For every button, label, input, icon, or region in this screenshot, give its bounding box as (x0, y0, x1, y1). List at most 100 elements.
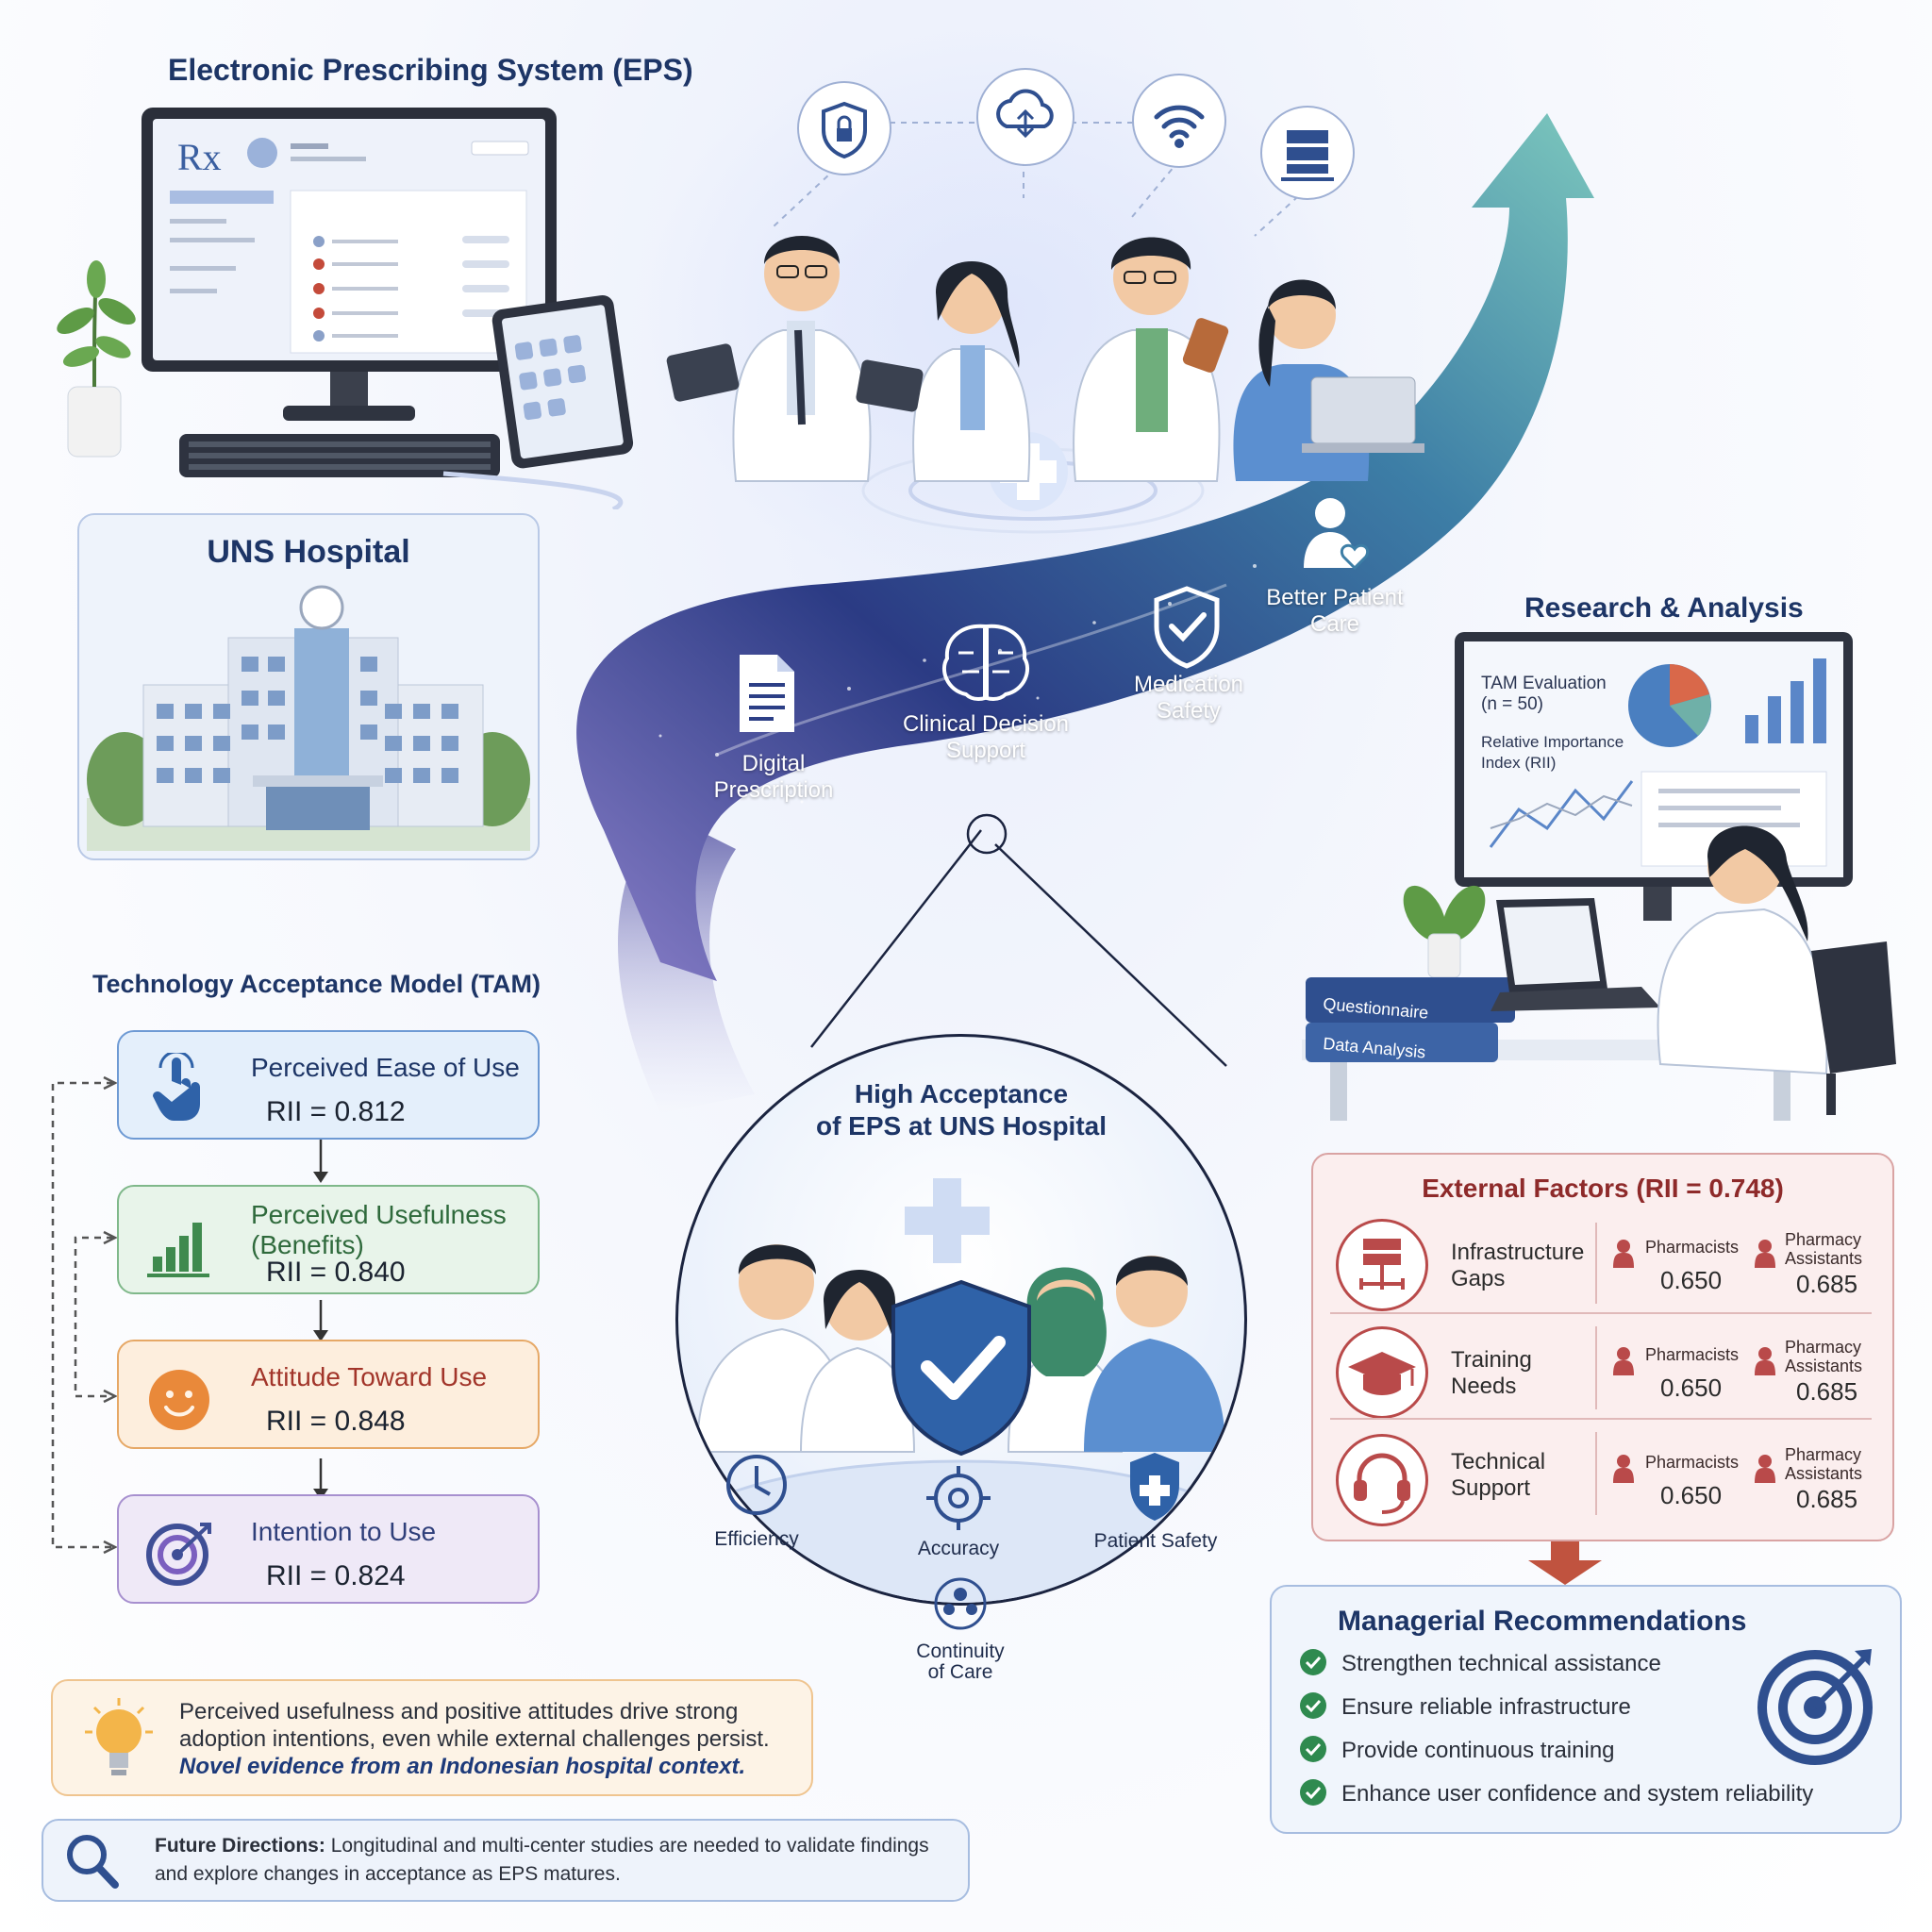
lightbulb-icon (85, 1698, 153, 1775)
server-icon (1260, 106, 1355, 200)
factor-name-line1: Technical (1451, 1449, 1546, 1474)
check-icon (1300, 1736, 1326, 1762)
acceptance-title: High Acceptance of EPS at UNS Hospital (678, 1078, 1244, 1142)
tam-connectors (51, 1075, 328, 1555)
research-title: Research & Analysis (1524, 592, 1804, 624)
external-row-training: Training Needs (1319, 1321, 1887, 1426)
insight-card: Perceived usefulness and positive attitu… (51, 1679, 813, 1796)
target-icon (146, 1523, 211, 1586)
recommendation-text: Ensure reliable infrastructure (1341, 1694, 1631, 1720)
person-icon (1613, 1455, 1634, 1483)
down-arrow-icon (1528, 1541, 1602, 1585)
value-pharmacy-assistants: 0.685 (1796, 1270, 1858, 1298)
hand-pointer-icon (153, 1053, 200, 1121)
rx-logo: Rx (177, 136, 222, 178)
person-icon (1613, 1347, 1634, 1375)
target-arrow-icon (1757, 1649, 1873, 1765)
external-factor-name: Training Needs (1451, 1347, 1532, 1400)
value-pharmacy-assistants: 0.685 (1796, 1485, 1858, 1513)
journey-step-digital-prescription: Digital Prescription (713, 751, 834, 803)
group-label-pharmacists: Pharmacists (1645, 1238, 1740, 1257)
document-icon (740, 655, 794, 732)
doctor-with-medicine-bottle (1073, 237, 1229, 482)
tam-perceived-ease-of-use: Perceived Ease of Use RII = 0.812 (117, 1030, 540, 1140)
factor-name-line2: Needs (1451, 1374, 1517, 1399)
factor-name-line2: Support (1451, 1475, 1531, 1501)
recommendations-card: Managerial Recommendations (1270, 1585, 1902, 1834)
tam-value: RII = 0.840 (266, 1257, 406, 1288)
external-row-infrastructure: Infrastructure Gaps (1319, 1213, 1887, 1319)
person-icon (1613, 1240, 1634, 1268)
future-text: Future Directions: Longitudinal and mult… (155, 1832, 929, 1889)
recommendation-text: Enhance user confidence and system relia… (1341, 1781, 1814, 1807)
hospital-title: UNS Hospital (207, 534, 410, 570)
nurse-at-laptop (1233, 279, 1424, 481)
future-directions-card: Future Directions: Longitudinal and mult… (42, 1819, 970, 1902)
recommendation-text: Strengthen technical assistance (1341, 1651, 1661, 1676)
acceptance-title-line1: High Acceptance (854, 1079, 1069, 1108)
person-icon (1755, 1240, 1775, 1268)
screen-sample-size: (n = 50) (1481, 694, 1544, 714)
benefit-accuracy: Accuracy (917, 1538, 1000, 1559)
tam-title: Technology Acceptance Model (TAM) (92, 970, 541, 998)
shield-check-icon (1154, 586, 1220, 669)
insight-line1: Perceived usefulness and positive attitu… (179, 1699, 739, 1724)
check-icon (1300, 1692, 1326, 1719)
tam-label: Attitude Toward Use (251, 1362, 488, 1391)
factor-name-line2: Gaps (1451, 1266, 1506, 1291)
screen-rii-label: Relative Importance (1481, 733, 1624, 751)
team-cycle-icon (934, 1577, 987, 1630)
value-pharmacy-assistants: 0.685 (1796, 1377, 1858, 1406)
graduation-cap-icon (1336, 1326, 1428, 1419)
research-screen-text: TAM Evaluation (n = 50) Relative Importa… (1481, 674, 1624, 774)
benefit-patient-safety: Patient Safety (1093, 1530, 1218, 1552)
benefit-continuity-of-care: Continuity of Care (894, 1641, 1026, 1683)
tam-attitude-toward-use: Attitude Toward Use RII = 0.848 (117, 1340, 540, 1449)
happy-team-illustration (678, 1178, 1244, 1603)
server-network-icon (1336, 1219, 1428, 1311)
brain-icon (941, 624, 1030, 701)
factor-name-line1: Infrastructure (1451, 1240, 1585, 1265)
wifi-icon (1132, 74, 1226, 168)
group-label-pharmacists: Pharmacists (1645, 1345, 1740, 1364)
acceptance-title-line2: of EPS at UNS Hospital (815, 1111, 1108, 1141)
tam-label: Perceived Ease of Use (251, 1053, 520, 1082)
tam-value: RII = 0.812 (266, 1096, 406, 1127)
external-factor-name: Infrastructure Gaps (1451, 1240, 1584, 1292)
screen-tam-evaluation: TAM Evaluation (1481, 674, 1607, 693)
tam-intention-to-use: Intention to Use RII = 0.824 (117, 1494, 540, 1604)
smiley-icon (149, 1370, 209, 1430)
clinical-staff-illustration (666, 236, 1424, 482)
insight-line2: adoption intentions, even while external… (179, 1726, 770, 1752)
check-icon (1300, 1779, 1326, 1806)
journey-step-clinical-decision-support: Clinical Decision Support (902, 711, 1070, 763)
person-icon (1755, 1455, 1775, 1483)
cloud-sync-icon (976, 68, 1074, 166)
crosshair-icon (926, 1466, 991, 1530)
group-label-pharmacists: Pharmacists (1645, 1453, 1740, 1472)
magnifier-icon (67, 1835, 119, 1889)
benefit-efficiency: Efficiency (714, 1528, 799, 1550)
factor-name-line1: Training (1451, 1347, 1532, 1373)
external-factor-name: Technical Support (1451, 1449, 1545, 1502)
research-illustration: Questionnaire Data Analysis (1302, 632, 1896, 1121)
tam-label: Perceived Usefulness (Benefits) (251, 1200, 507, 1260)
recommendations-title: Managerial Recommendations (1338, 1606, 1747, 1637)
person-icon (1755, 1347, 1775, 1375)
insight-highlight: Novel evidence from an Indonesian hospit… (179, 1754, 746, 1779)
recommendation-text: Provide continuous training (1341, 1738, 1615, 1763)
external-title: External Factors (RII = 0.748) (1422, 1174, 1784, 1203)
value-pharmacists: 0.650 (1660, 1481, 1723, 1509)
future-label: Future Directions: (155, 1835, 325, 1857)
tam-perceived-usefulness: Perceived Usefulness (Benefits) RII = 0.… (117, 1185, 540, 1294)
clock-icon (726, 1455, 787, 1515)
future-line2: and explore changes in acceptance as EPS… (155, 1863, 621, 1885)
doctor-with-tablet (666, 236, 872, 482)
patient-heart-icon (1304, 498, 1369, 571)
tam-value: RII = 0.824 (266, 1560, 406, 1591)
female-doctor-with-tablet (856, 261, 1031, 482)
